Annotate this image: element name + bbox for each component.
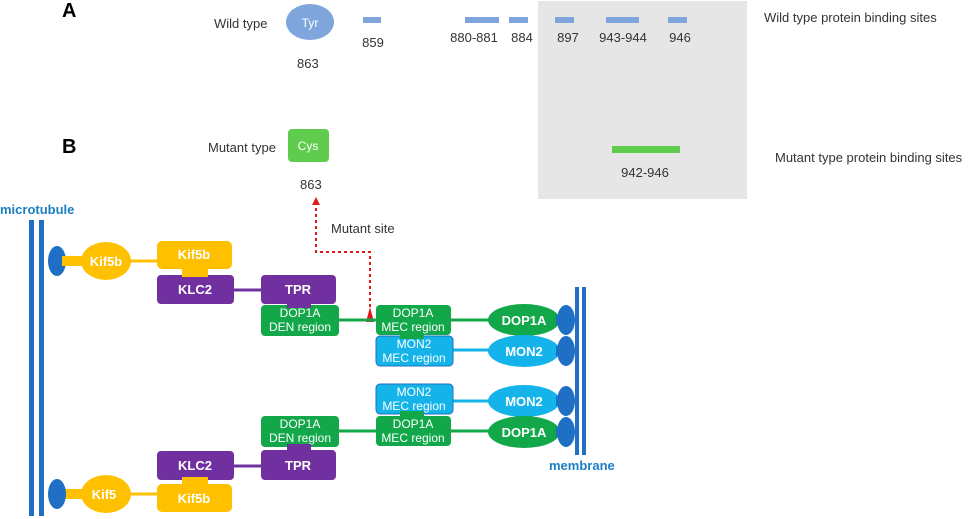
upper-dop1a-mec-box <box>376 305 451 335</box>
upper-dop1a-mec-line1: DOP1A <box>393 306 434 320</box>
wild-type-binding-title: Wild type protein binding sites <box>764 10 937 25</box>
upper-dop1a-mec-line2: MEC region <box>381 320 444 334</box>
site-dash-880-881 <box>465 17 499 23</box>
lower-dop1a-den-box <box>261 416 339 447</box>
mutant-site-bar <box>612 146 680 153</box>
upper-dop1a-den-box <box>261 305 339 336</box>
mutant-type-label: Mutant type <box>208 140 276 155</box>
mutant-type-position: 863 <box>300 177 322 192</box>
lower-klc2-label: KLC2 <box>178 458 212 473</box>
lower-mon2-membrane-anchor <box>557 386 575 416</box>
lower-dop1a-den-line1: DOP1A <box>280 417 321 431</box>
lower-klc2-box <box>157 451 234 480</box>
membrane-label: membrane <box>549 458 615 473</box>
upper-dop1a-den-line2: DEN region <box>269 320 331 334</box>
lower-mon2-mec-line2: MEC region <box>382 399 445 413</box>
upper-tpr-den-link <box>287 301 311 308</box>
microtubule-label: microtubule <box>0 202 74 217</box>
membrane-rail-right <box>582 287 586 455</box>
cys-residue-label: Cys <box>298 139 319 153</box>
panel-a-letter: A <box>62 0 76 22</box>
binding-comparison-shade <box>538 1 747 199</box>
upper-dop1a-oval-label: DOP1A <box>502 313 547 328</box>
mutant-site-arrowhead <box>312 197 320 205</box>
mutant-binding-title: Mutant type protein binding sites <box>775 150 963 165</box>
panel-b-letter: B <box>62 136 76 158</box>
lower-tpr-box <box>261 450 336 480</box>
lower-klc-kif-link <box>182 477 208 486</box>
lower-microtubule-anchor <box>48 479 66 509</box>
lower-dop1a-membrane-anchor <box>557 417 575 447</box>
lower-motor-link <box>62 489 84 499</box>
upper-mec-link <box>400 333 424 339</box>
upper-klc2-box <box>157 275 234 304</box>
lower-dop1a-mec-line1: DOP1A <box>393 417 434 431</box>
microtubule-rail-right <box>39 220 44 516</box>
cys-residue-box <box>288 129 329 162</box>
upper-dop1a-oval <box>488 304 560 336</box>
lower-dop1a-mec-line2: MEC region <box>381 431 444 445</box>
mutant-site-label: Mutant site <box>331 221 395 236</box>
lower-mon2-mec-line1: MON2 <box>397 385 432 399</box>
site-dash-897 <box>555 17 574 23</box>
mutant-site-dotted-path <box>315 205 371 307</box>
lower-kif5-motor-label: Kif5 <box>92 487 117 502</box>
upper-motor-link <box>62 256 84 266</box>
upper-kif5b-motor <box>81 242 131 280</box>
site-label-897: 897 <box>557 30 579 45</box>
site-label-880-881: 880-881 <box>450 30 498 45</box>
upper-klc2-label: KLC2 <box>178 282 212 297</box>
lower-kif5b-box-label: Kif5b <box>178 491 211 506</box>
upper-mon2-oval <box>488 335 560 367</box>
membrane-rail-left <box>575 287 579 455</box>
site-dash-946 <box>668 17 687 23</box>
tyr-residue-label: Tyr <box>302 16 319 30</box>
lower-mon2-oval-label: MON2 <box>505 394 543 409</box>
site-label-859: 859 <box>362 35 384 50</box>
lower-tpr-label: TPR <box>285 458 312 473</box>
upper-kif5b-motor-label: Kif5b <box>90 254 123 269</box>
site-label-943-944: 943-944 <box>599 30 647 45</box>
site-dash-943-944 <box>606 17 639 23</box>
lower-mec-link <box>400 411 424 418</box>
upper-dop1a-den-line1: DOP1A <box>280 306 321 320</box>
lower-mon2-oval <box>488 385 560 417</box>
tyr-residue-oval <box>286 4 334 40</box>
upper-microtubule-anchor <box>48 246 66 276</box>
mutant-site-marker <box>366 307 374 322</box>
upper-dop1a-membrane-anchor <box>557 305 575 335</box>
site-dash-884 <box>509 17 528 23</box>
wild-type-label: Wild type <box>214 16 267 31</box>
site-label-946: 946 <box>669 30 691 45</box>
lower-dop1a-oval <box>488 416 560 448</box>
wild-type-position: 863 <box>297 56 319 71</box>
site-label-884: 884 <box>511 30 533 45</box>
upper-kif-klc-link <box>182 268 208 277</box>
lower-kif5-motor <box>81 475 131 513</box>
upper-mon2-mec-line2: MEC region <box>382 351 445 365</box>
mutant-site-range: 942-946 <box>621 165 669 180</box>
lower-den-tpr-link <box>287 444 311 452</box>
upper-kif5b-box <box>157 241 232 269</box>
lower-dop1a-mec-box <box>376 416 451 446</box>
upper-tpr-box <box>261 275 336 304</box>
lower-dop1a-oval-label: DOP1A <box>502 425 547 440</box>
site-dash-859 <box>363 17 381 23</box>
lower-kif5b-box <box>157 484 232 512</box>
upper-tpr-label: TPR <box>285 282 312 297</box>
upper-mon2-membrane-anchor <box>557 336 575 366</box>
microtubule-rail-left <box>29 220 34 516</box>
upper-mon2-oval-label: MON2 <box>505 344 543 359</box>
upper-kif5b-box-label: Kif5b <box>178 247 211 262</box>
upper-mon2-mec-line1: MON2 <box>397 337 432 351</box>
lower-dop1a-den-line2: DEN region <box>269 431 331 445</box>
